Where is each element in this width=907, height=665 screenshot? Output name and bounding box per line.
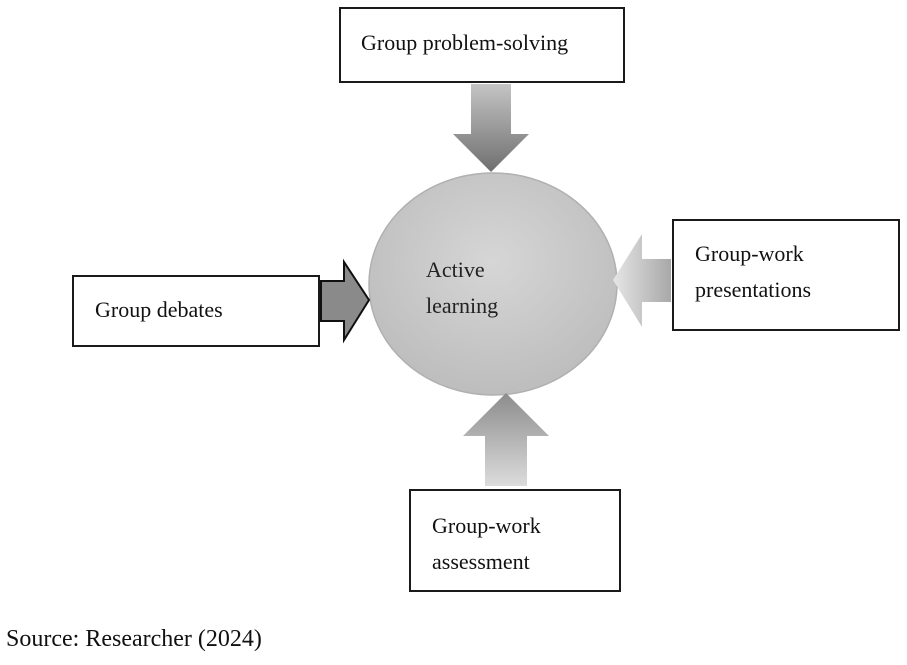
node-group-debates: Group debates — [72, 275, 320, 347]
node-group-problem-solving: Group problem-solving — [339, 7, 625, 83]
node-label-line1: Group-work — [695, 241, 804, 266]
arrow-right-icon — [320, 258, 371, 344]
node-group-work-assessment: Group-work assessment — [409, 489, 621, 592]
arrow-left-icon — [613, 234, 671, 327]
center-label-line2: learning — [426, 293, 499, 318]
arrow-up-icon — [463, 393, 549, 486]
source-caption: Source: Researcher (2024) — [6, 626, 262, 652]
center-label-line1: Active — [426, 257, 485, 282]
center-label: Active learning — [426, 252, 498, 324]
node-group-work-presentations: Group-work presentations — [672, 219, 900, 331]
arrow-down-icon — [453, 84, 529, 172]
node-label-line2: assessment — [432, 549, 530, 574]
node-label-line2: presentations — [695, 277, 812, 302]
node-label: Group problem-solving — [361, 30, 569, 55]
node-label: Group debates — [95, 297, 223, 322]
node-label-line1: Group-work — [432, 513, 541, 538]
